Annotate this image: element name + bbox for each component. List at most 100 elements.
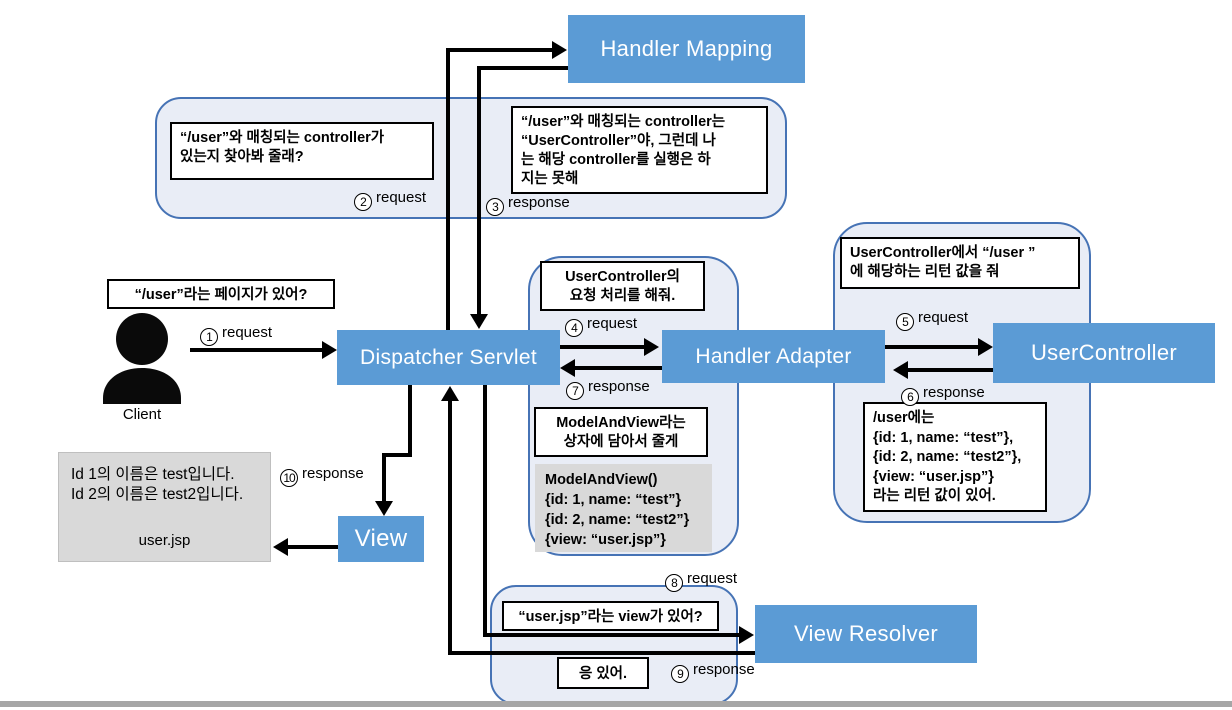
note-line: {id: 1, name: “test”},: [873, 429, 1014, 446]
arrow4-request-head: [644, 338, 659, 356]
gray-line: ModelAndView(): [545, 472, 658, 488]
node-handler-mapping: Handler Mapping: [568, 15, 805, 83]
note-view-question: “user.jsp”라는 view가 있어?: [502, 601, 719, 631]
label-text: request: [222, 324, 273, 341]
arrow6-response-line: [908, 368, 993, 372]
note-line: 요청 처리를 해줘.: [569, 288, 676, 304]
arrow1-request-line: [190, 348, 322, 352]
label-text: request: [587, 315, 638, 332]
label-text: response: [923, 384, 985, 401]
arrow1-request-head: [322, 341, 337, 359]
node-user-controller: UserController: [993, 323, 1215, 383]
arrow2-request-line: [446, 50, 450, 330]
note-line: “/user”라는 페이지가 있어?: [134, 287, 308, 303]
arrow7-response-head: [560, 359, 575, 377]
note-line: 응 있어.: [578, 666, 628, 682]
arrow10-response-line: [408, 385, 412, 457]
circled-number: 7: [566, 382, 584, 400]
label-text: response: [508, 194, 570, 211]
arrow7-response-line: [575, 366, 662, 370]
note-find-controller: “/user”와 매칭되는 controller가 있는지 찾아봐 줄래?: [170, 122, 434, 180]
note-give-return: UserController에서 “/user ” 에 해당하는 리턴 값을 줘: [840, 237, 1080, 289]
note-line: 상자에 담아서 줄게: [563, 434, 679, 450]
note-line: “/user”와 매칭되는 controller가: [180, 130, 385, 146]
model-and-view-box: ModelAndView() {id: 1, name: “test”} {id…: [535, 464, 712, 552]
arrow9-response-line: [448, 400, 452, 655]
note-found-controller: “/user”와 매칭되는 controller는 “UserControlle…: [511, 106, 768, 194]
note-view-answer: 응 있어.: [557, 657, 649, 689]
user-jsp-render-box: Id 1의 이름은 test입니다. Id 2의 이름은 test2입니다. u…: [58, 452, 271, 562]
view-to-jsp-line: [288, 545, 338, 549]
label-text: request: [687, 570, 738, 587]
arrow9-response-head: [441, 386, 459, 401]
note-line: UserController의: [565, 269, 680, 285]
node-handler-adapter: Handler Adapter: [662, 330, 885, 383]
arrow2-request-head: [552, 41, 567, 59]
client-label: Client: [122, 406, 162, 423]
gray-line: {view: “user.jsp”}: [545, 532, 666, 548]
view-to-jsp-head: [273, 538, 288, 556]
note-line: 라는 리턴 값이 있어.: [873, 488, 996, 504]
arrow3-response-line: [477, 66, 568, 70]
label-text: response: [302, 465, 364, 482]
arrow8-request-line: [483, 385, 487, 637]
bottom-divider-bar: [0, 701, 1232, 707]
note-user-return: /user에는 {id: 1, name: “test”}, {id: 2, n…: [863, 402, 1047, 512]
note-line: {id: 2, name: “test2”},: [873, 449, 1022, 465]
node-view: View: [338, 516, 424, 562]
note-line: 는 해당 controller를 실행은 하: [521, 152, 711, 168]
gray-line: Id 1의 이름은 test입니다.: [71, 466, 235, 483]
circled-number: 1: [200, 328, 218, 346]
note-model-and-view-wrap: ModelAndView라는 상자에 담아서 줄게: [534, 407, 708, 457]
note-line: “/user”와 매칭되는 controller는: [521, 114, 726, 130]
arrow8-request-line: [483, 633, 739, 637]
arrow10-response-head: [375, 501, 393, 516]
note-line: “user.jsp”라는 view가 있어?: [518, 609, 703, 625]
note-line: 에 해당하는 리턴 값을 줘: [850, 264, 1000, 280]
node-dispatcher-servlet: Dispatcher Servlet: [337, 330, 560, 385]
circled-number: 5: [896, 313, 914, 331]
arrow10-response-line: [382, 453, 412, 457]
note-client-question: “/user”라는 페이지가 있어?: [107, 279, 335, 309]
note-line: “UserController”야, 그런데 나: [521, 133, 716, 149]
circled-number: 10: [280, 469, 298, 487]
note-line: UserController에서 “/user ”: [850, 245, 1036, 261]
note-line: /user에는: [873, 410, 935, 426]
note-handle-request: UserController의 요청 처리를 해줘.: [540, 261, 705, 311]
circled-number: 9: [671, 665, 689, 683]
person-icon: [103, 313, 181, 404]
gray-line: {id: 2, name: “test2”}: [545, 512, 690, 528]
circled-number: 4: [565, 319, 583, 337]
arrow3-response-line: [477, 66, 481, 315]
label-text: request: [918, 309, 969, 326]
arrow5-request-head: [978, 338, 993, 356]
circled-number: 6: [901, 388, 919, 406]
label-text: response: [588, 378, 650, 395]
arrow8-request-head: [739, 626, 754, 644]
arrow4-request-line: [560, 345, 644, 349]
arrow5-request-line: [885, 345, 978, 349]
arrow10-response-line: [382, 453, 386, 501]
arrow2-request-line: [446, 48, 552, 52]
note-line: {view: “user.jsp”}: [873, 468, 994, 485]
circled-number: 2: [354, 193, 372, 211]
gray-line: Id 2의 이름은 test2입니다.: [71, 486, 244, 503]
note-line: 지는 못해: [521, 171, 579, 187]
note-line: 있는지 찾아봐 줄래?: [180, 149, 304, 165]
note-line: ModelAndView라는: [556, 415, 686, 431]
user-jsp-filename: user.jsp: [138, 532, 191, 549]
arrow3-response-head: [470, 314, 488, 329]
arrow6-response-head: [893, 361, 908, 379]
label-text: request: [376, 189, 427, 206]
node-view-resolver: View Resolver: [755, 605, 977, 663]
